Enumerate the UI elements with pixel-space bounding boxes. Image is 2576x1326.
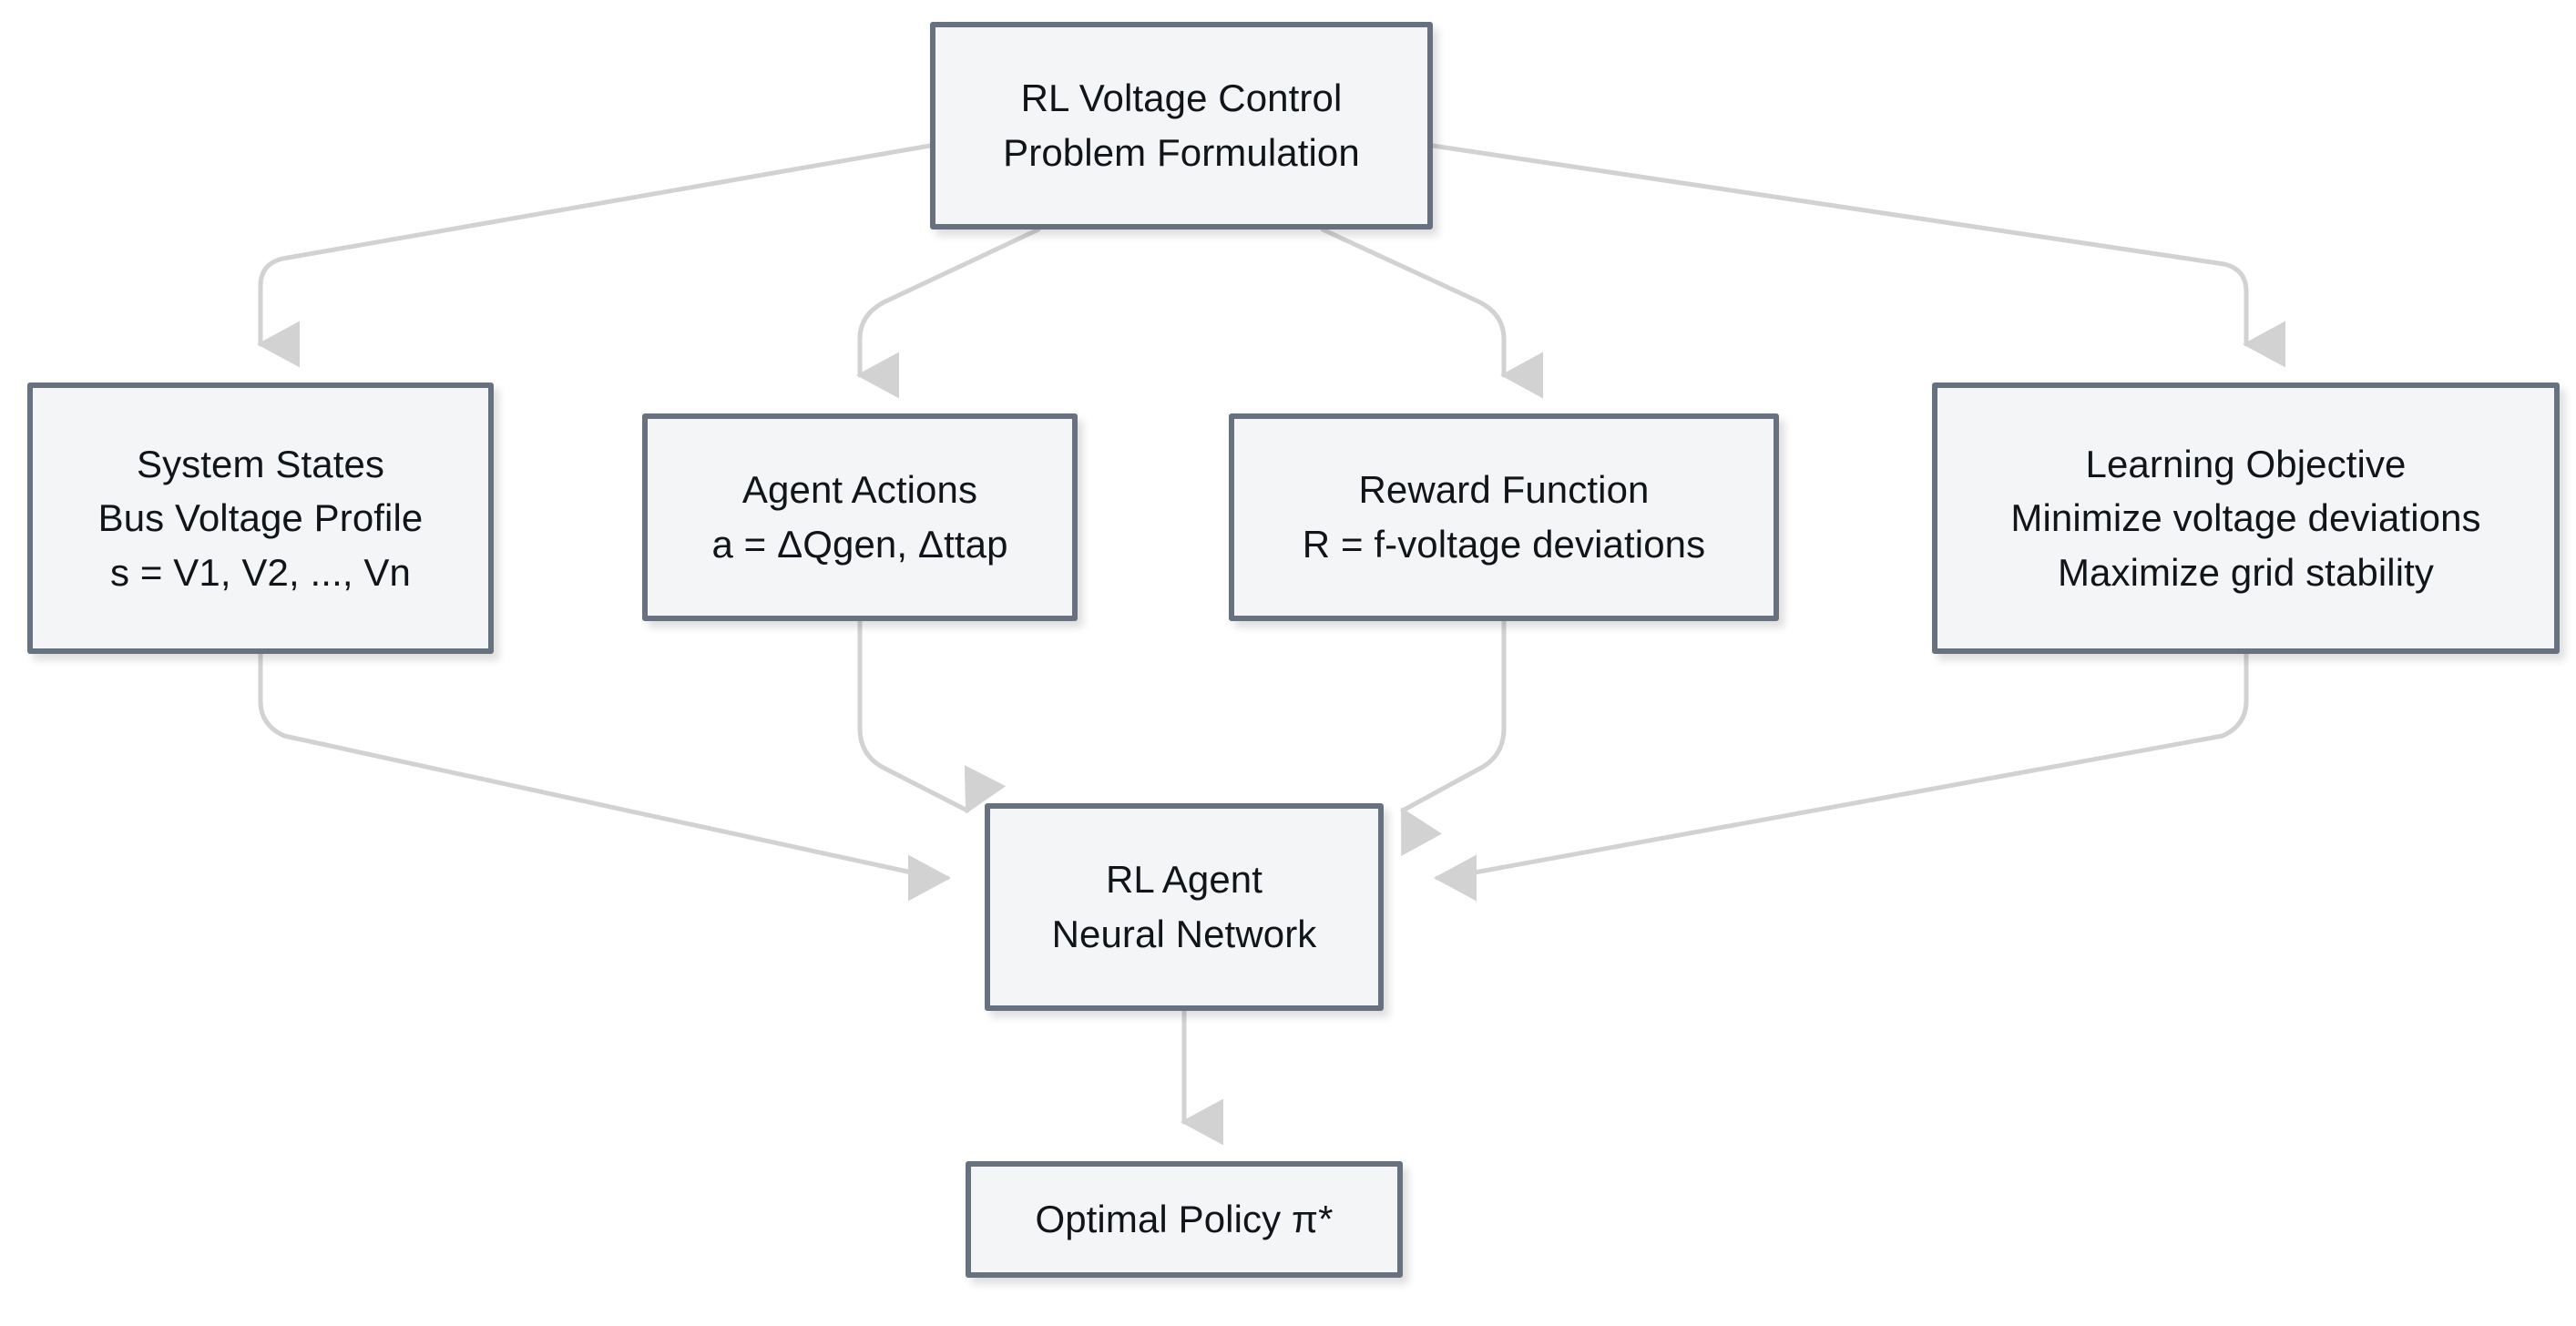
node-line: Neural Network xyxy=(1051,913,1317,955)
node-line: Optimal Policy π* xyxy=(1035,1198,1334,1241)
node-line: Problem Formulation xyxy=(1003,131,1360,174)
node-line: Reward Function xyxy=(1358,468,1650,512)
node-line: Bus Voltage Profile xyxy=(97,496,424,540)
node-line: System States xyxy=(136,442,385,485)
edge-actions-to-agent xyxy=(857,618,1007,814)
node-line: Minimize voltage deviations xyxy=(2010,496,2481,540)
node-line: Agent Actions xyxy=(741,468,978,512)
node-line: a = ΔQgen, Δttap xyxy=(711,523,1008,566)
node-optimal-policy[interactable]: Optimal Policy π* xyxy=(966,1161,1403,1278)
node-line: Learning Objective xyxy=(2085,442,2407,485)
edge-reward-to-agent xyxy=(1400,618,1507,856)
edge-root-to-actions xyxy=(856,227,1041,399)
node-line: s = V1, V2, ..., Vn xyxy=(110,550,411,594)
node-line: R = f-voltage deviations xyxy=(1302,523,1706,566)
node-rl-voltage-control-problem-formulation[interactable]: RL Voltage Control Problem Formulation xyxy=(930,22,1433,230)
node-line: RL Voltage Control xyxy=(1020,76,1343,120)
edge-root-to-reward xyxy=(1320,227,1544,399)
node-learning-objective[interactable]: Learning Objective Minimize voltage devi… xyxy=(1932,382,2560,654)
node-line: RL Agent xyxy=(1105,858,1263,902)
edge-states-to-agent xyxy=(258,651,951,902)
node-rl-agent[interactable]: RL Agent Neural Network xyxy=(985,803,1384,1011)
node-line: Maximize grid stability xyxy=(2057,550,2435,594)
edge-root-to-states xyxy=(257,143,933,368)
edge-objective-to-agent xyxy=(1434,651,2249,902)
node-agent-actions[interactable]: Agent Actions a = ΔQgen, Δttap xyxy=(642,413,1078,621)
node-reward-function[interactable]: Reward Function R = f-voltage deviations xyxy=(1229,413,1779,621)
node-system-states[interactable]: System States Bus Voltage Profile s = V1… xyxy=(27,382,494,654)
edge-root-to-objective xyxy=(1430,143,2286,368)
